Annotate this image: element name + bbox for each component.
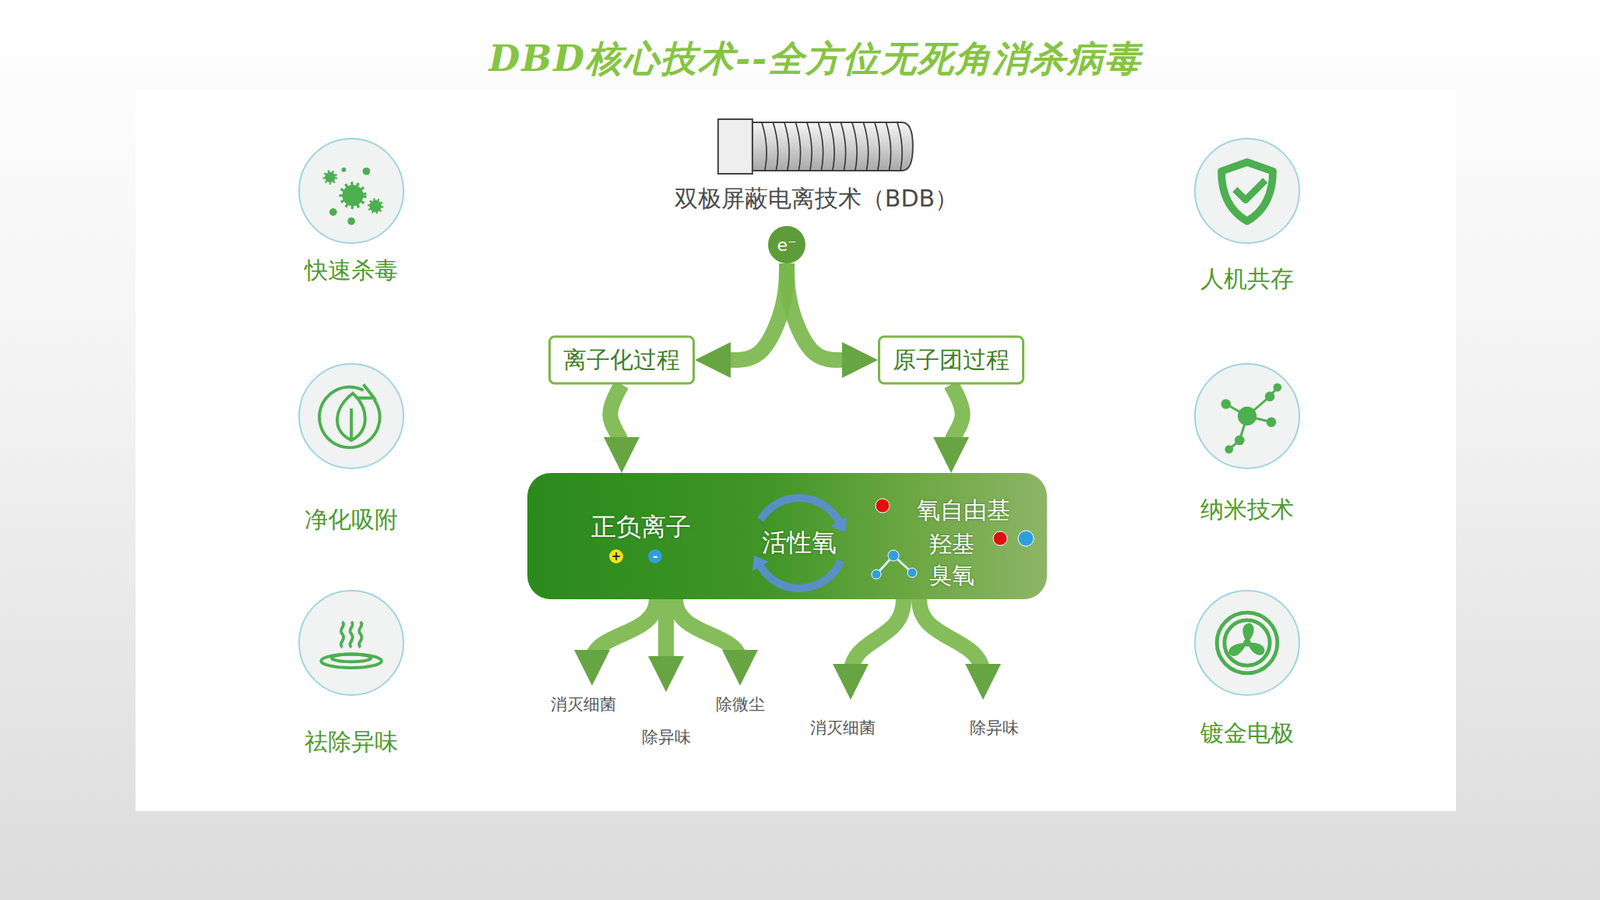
atom-ball <box>875 498 890 513</box>
feature-label: 净化吸附 <box>304 503 399 536</box>
effect-label: 除微尘 <box>715 693 765 716</box>
electron-dot: e⁻ <box>768 225 806 264</box>
process-box: 离子化过程 <box>548 335 695 385</box>
process-label: 原子团过程 <box>892 344 1010 377</box>
effect-label: 消灭细菌 <box>810 716 876 739</box>
coil-winding <box>863 122 868 171</box>
cycle-arrow <box>760 497 839 522</box>
flow-arrow <box>609 384 622 451</box>
electron-label: e⁻ <box>776 235 797 255</box>
output-arrow <box>919 599 984 677</box>
icon-symbol <box>1195 139 1299 243</box>
tube-label: 双极屏蔽电离技术（BDB） <box>674 183 959 215</box>
coil-winding <box>874 122 880 171</box>
flow-arrow <box>951 384 963 451</box>
process-label: 离子化过程 <box>563 344 681 377</box>
ionizer-tube: 双极屏蔽电离技术（BDB） <box>674 117 959 215</box>
species-label: 正负离子 <box>591 510 691 545</box>
tube-body <box>752 122 913 171</box>
flow-arrow <box>718 263 787 360</box>
tube-cap <box>718 119 753 174</box>
output-arrow <box>850 599 904 677</box>
atom-ball <box>993 531 1008 546</box>
coil-winding <box>784 122 790 171</box>
effect-label: 除异味 <box>969 716 1019 739</box>
feature-icon: 镀金电极 <box>1194 589 1301 696</box>
coil-winding <box>772 122 778 171</box>
species-label: 活性氧 <box>761 525 837 561</box>
feature-icon: 净化吸附 <box>298 362 405 469</box>
output-arrows <box>592 599 984 677</box>
output-arrow <box>592 599 657 663</box>
feature-icon: 纳米技术 <box>1194 362 1301 469</box>
effect-label: 消灭细菌 <box>550 693 617 716</box>
species-label: 氧自由基 <box>916 494 1011 527</box>
feature-label: 快速杀毒 <box>304 254 399 287</box>
effect-label: 除异味 <box>641 725 691 748</box>
cycle-arrowhead <box>752 555 769 571</box>
feature-label: 纳米技术 <box>1200 493 1294 526</box>
output-arrow <box>675 599 741 663</box>
tube-drawing <box>716 117 917 176</box>
charge-sign: - <box>648 549 663 564</box>
atom-ball <box>1018 530 1034 547</box>
coil-winding <box>829 122 835 171</box>
coil-winding <box>885 122 891 171</box>
atom-ball <box>888 549 899 561</box>
active-species-band: 正负离子 活性氧 氧自由基羟基臭氧 <box>527 472 1047 600</box>
coil-winding <box>795 122 800 171</box>
icon-symbol <box>299 591 403 695</box>
coil-winding <box>852 122 857 171</box>
title: DBD核心技术--全方位无死角消杀病毒 <box>489 35 1143 84</box>
atom-ball <box>907 567 917 578</box>
feature-label: 镀金电极 <box>1200 717 1294 750</box>
feature-label: 祛除异味 <box>304 725 399 758</box>
species-label: 臭氧 <box>929 560 975 592</box>
icon-symbol <box>1195 364 1299 468</box>
coil-winding <box>817 122 823 171</box>
icon-symbol <box>299 364 403 468</box>
flow-arrow <box>786 263 855 360</box>
coil-winding <box>840 122 846 171</box>
charge-sign: + <box>609 549 624 564</box>
feature-icon: 人机共存 <box>1194 137 1301 244</box>
coil-winding <box>807 122 812 171</box>
cycle-arrow <box>760 560 841 589</box>
feature-label: 人机共存 <box>1200 263 1294 296</box>
atom-ball <box>871 569 882 579</box>
icon-symbol <box>1195 591 1299 695</box>
species-label: 羟基 <box>929 528 975 561</box>
coil-winding <box>897 122 903 171</box>
feature-icon: 快速杀毒 <box>298 137 405 244</box>
coil-winding <box>761 122 767 171</box>
icon-symbol <box>299 139 403 243</box>
process-box: 原子团过程 <box>877 335 1025 385</box>
feature-icon: 祛除异味 <box>298 589 405 696</box>
